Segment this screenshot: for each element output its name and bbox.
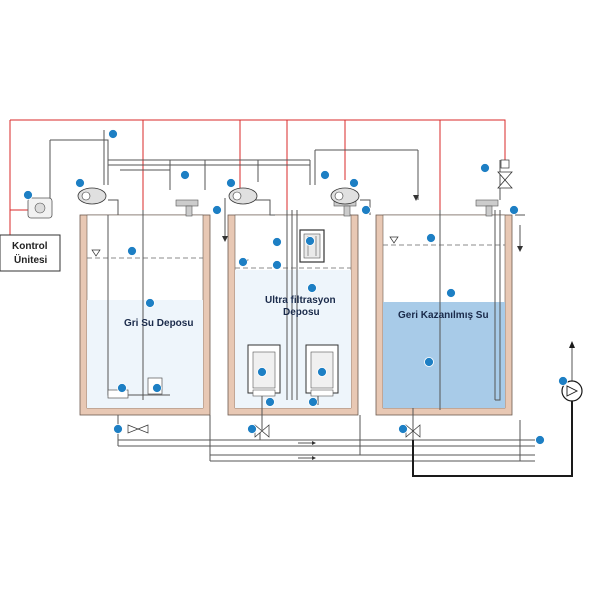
grey-water-tank: Gri Su Deposu [79, 210, 211, 432]
component-markers [23, 129, 568, 445]
pump-icon [228, 187, 258, 205]
control-unit-label-line1: Kontrol [12, 241, 48, 252]
control-unit: Kontrol Ünitesi [0, 234, 61, 272]
recycled-water-supply-line [412, 400, 573, 477]
recovered-water-tank-label: Geri Kazanılmış Su [398, 310, 489, 321]
flow-arrows [222, 195, 523, 252]
piping-network [49, 130, 535, 462]
ultrafiltration-tank-label-line2: Deposu [283, 307, 320, 318]
recovered-water-tank: Geri Kazanılmış Su [375, 210, 513, 440]
valve-icon [127, 424, 149, 434]
pump-icon [77, 187, 107, 205]
solenoid-valve-icon [497, 159, 513, 189]
ultrafiltration-tank: Ultra filtrasyon Deposu [227, 210, 359, 430]
pump-icon [330, 187, 360, 205]
control-box-device [27, 197, 53, 219]
grey-water-tank-label: Gri Su Deposu [124, 318, 193, 329]
booster-pump-icon [561, 380, 583, 402]
ultrafiltration-tank-label-line1: Ultra filtrasyon [265, 295, 336, 306]
uv-lamp-icon [299, 229, 325, 263]
control-unit-label-line2: Ünitesi [14, 253, 48, 266]
